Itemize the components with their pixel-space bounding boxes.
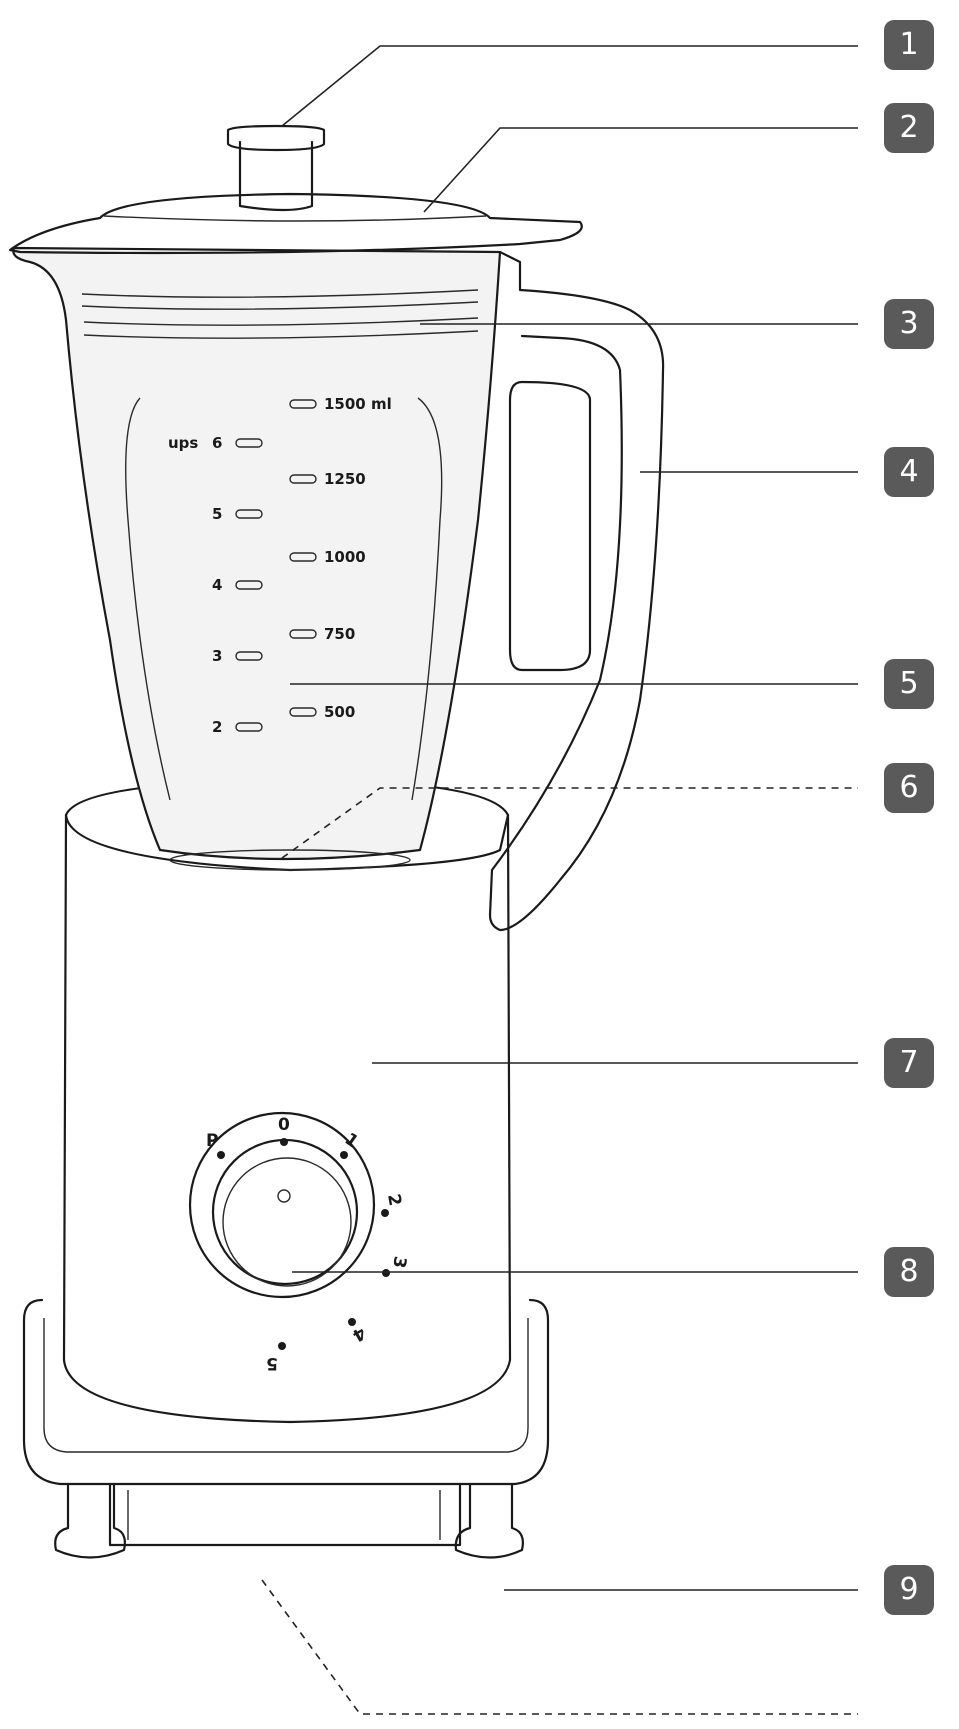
ml-mark-500: 500: [324, 703, 355, 721]
dial-label-5: 5: [266, 1353, 278, 1373]
dial-label-2: 2: [383, 1192, 405, 1207]
cup-mark-2: 2: [212, 718, 222, 736]
glass-jug: [12, 246, 665, 932]
ml-mark-1250: 1250: [324, 470, 366, 488]
jug-lid: [8, 124, 583, 255]
dial-label-1: 1: [341, 1129, 362, 1152]
cup-mark-6: 6: [212, 434, 222, 452]
cup-mark-4: 4: [212, 576, 222, 594]
callout-badge-3: 3: [884, 299, 934, 349]
callout-badge-7: 7: [884, 1038, 934, 1088]
ml-mark-750: 750: [324, 625, 355, 643]
ml-mark-1500: 1500 ml: [324, 395, 392, 413]
callout-badge-9: 9: [884, 1565, 934, 1615]
dial-label-p: P: [206, 1131, 218, 1151]
dial-label-0: 0: [278, 1115, 290, 1135]
motor-body: [62, 778, 512, 1424]
dial-dots: [217, 1138, 390, 1350]
cup-scale-marks: [235, 438, 263, 732]
cup-mark-3: 3: [212, 647, 222, 665]
callout-badge-5: 5: [884, 659, 934, 709]
callout-badge-4: 4: [884, 447, 934, 497]
callout-badge-6: 6: [884, 763, 934, 813]
callout-badge-8: 8: [884, 1247, 934, 1297]
callout-badge-2: 2: [884, 103, 934, 153]
leader-lines: [261, 45, 858, 1715]
blender-base: [22, 1298, 550, 1547]
dial-label-3: 3: [388, 1255, 410, 1270]
callout-badge-1: 1: [884, 20, 934, 70]
ml-mark-1000: 1000: [324, 548, 366, 566]
cups-label: ups: [168, 434, 198, 452]
cup-mark-5: 5: [212, 505, 222, 523]
blender-feet: [54, 1482, 524, 1559]
ml-scale-marks: [289, 399, 317, 717]
